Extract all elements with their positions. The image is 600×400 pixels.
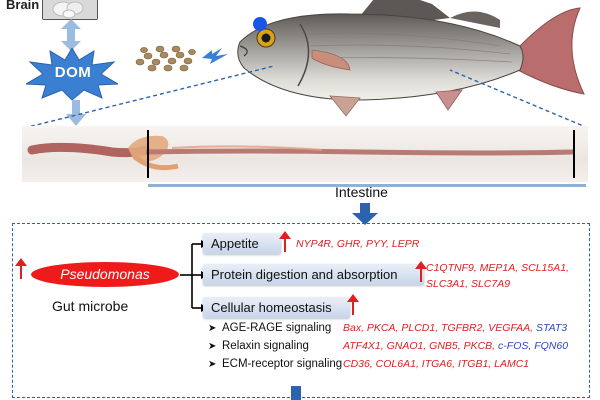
intestine-photo xyxy=(22,126,588,182)
down-arrow-icon xyxy=(66,100,86,126)
relaxin-genes-red: ATF4X1, GNAO1, GNB5, PKCB, xyxy=(343,340,496,352)
feed-pellets-icon xyxy=(135,45,196,72)
pseudomonas-label: Pseudomonas xyxy=(60,266,150,282)
appetite-genes: NYP4R, GHR, PYY, LEPR xyxy=(296,238,420,250)
brain-label: Brain xyxy=(6,0,40,12)
age-rage-label: AGE-RAGE signaling xyxy=(222,322,332,334)
up-arrow-icon xyxy=(279,231,291,252)
feeding-arrow-icon xyxy=(202,48,228,64)
down-arrow-icon xyxy=(291,386,301,400)
down-arrow-icon xyxy=(352,203,378,225)
relaxin-label: Relaxin signaling xyxy=(222,340,309,352)
double-arrow-icon xyxy=(61,19,81,51)
relaxin-item: ➤ Relaxin signaling xyxy=(208,340,309,352)
protein-genes-line1: C1QTNF9, MEP1A, SCL15A1, xyxy=(426,262,569,274)
relaxin-genes-blue: c-FOS, FQN60 xyxy=(498,340,569,352)
dom-starburst xyxy=(26,48,118,100)
age-rage-genes-red: Bax, PKCA, PLCD1, TGFBR2, VEGFAA, xyxy=(343,322,534,334)
dom-label: DOM xyxy=(54,64,92,81)
intestine-bracket xyxy=(148,184,586,187)
up-arrow-icon xyxy=(347,294,359,315)
bullet-arrow-icon: ➤ xyxy=(208,323,217,334)
intestine-label: Intestine xyxy=(335,184,388,200)
relaxin-genes: ATF4X1, GNAO1, GNB5, PKCB, c-FOS, FQN60 xyxy=(343,340,568,352)
protein-genes-line2: SLC3A1, SLC7A9 xyxy=(426,278,511,290)
cellular-pathway: Cellular homeostasis xyxy=(203,297,350,318)
appetite-pathway: Appetite xyxy=(203,233,281,254)
protein-pathway: Protein digestion and absorption xyxy=(203,264,424,285)
pseudomonas-oval xyxy=(31,262,179,287)
fish-illustration xyxy=(237,0,585,117)
age-rage-genes-blue: STAT3 xyxy=(535,322,568,334)
age-rage-genes: Bax, PKCA, PLCD1, TGFBR2, VEGFAA, STAT3 xyxy=(343,322,567,334)
up-arrow-icon xyxy=(415,261,427,282)
bullet-arrow-icon: ➤ xyxy=(208,341,217,352)
brain-photo xyxy=(42,0,98,20)
ecm-receptor-item: ➤ ECM-receptor signaling xyxy=(208,358,342,370)
bullet-arrow-icon: ➤ xyxy=(208,359,217,370)
ecm-receptor-label: ECM-receptor signaling xyxy=(222,358,343,370)
ecm-receptor-genes-red: CD36, COL6A1, ITGA6, ITGB1, LAMC1 xyxy=(343,358,530,370)
ecm-receptor-genes: CD36, COL6A1, ITGA6, ITGB1, LAMC1 xyxy=(343,358,529,370)
gut-microbe-label: Gut microbe xyxy=(52,298,129,314)
age-rage-item: ➤ AGE-RAGE signaling xyxy=(208,322,331,334)
up-arrow-icon xyxy=(15,258,27,279)
zoom-guide-lines xyxy=(23,66,589,129)
